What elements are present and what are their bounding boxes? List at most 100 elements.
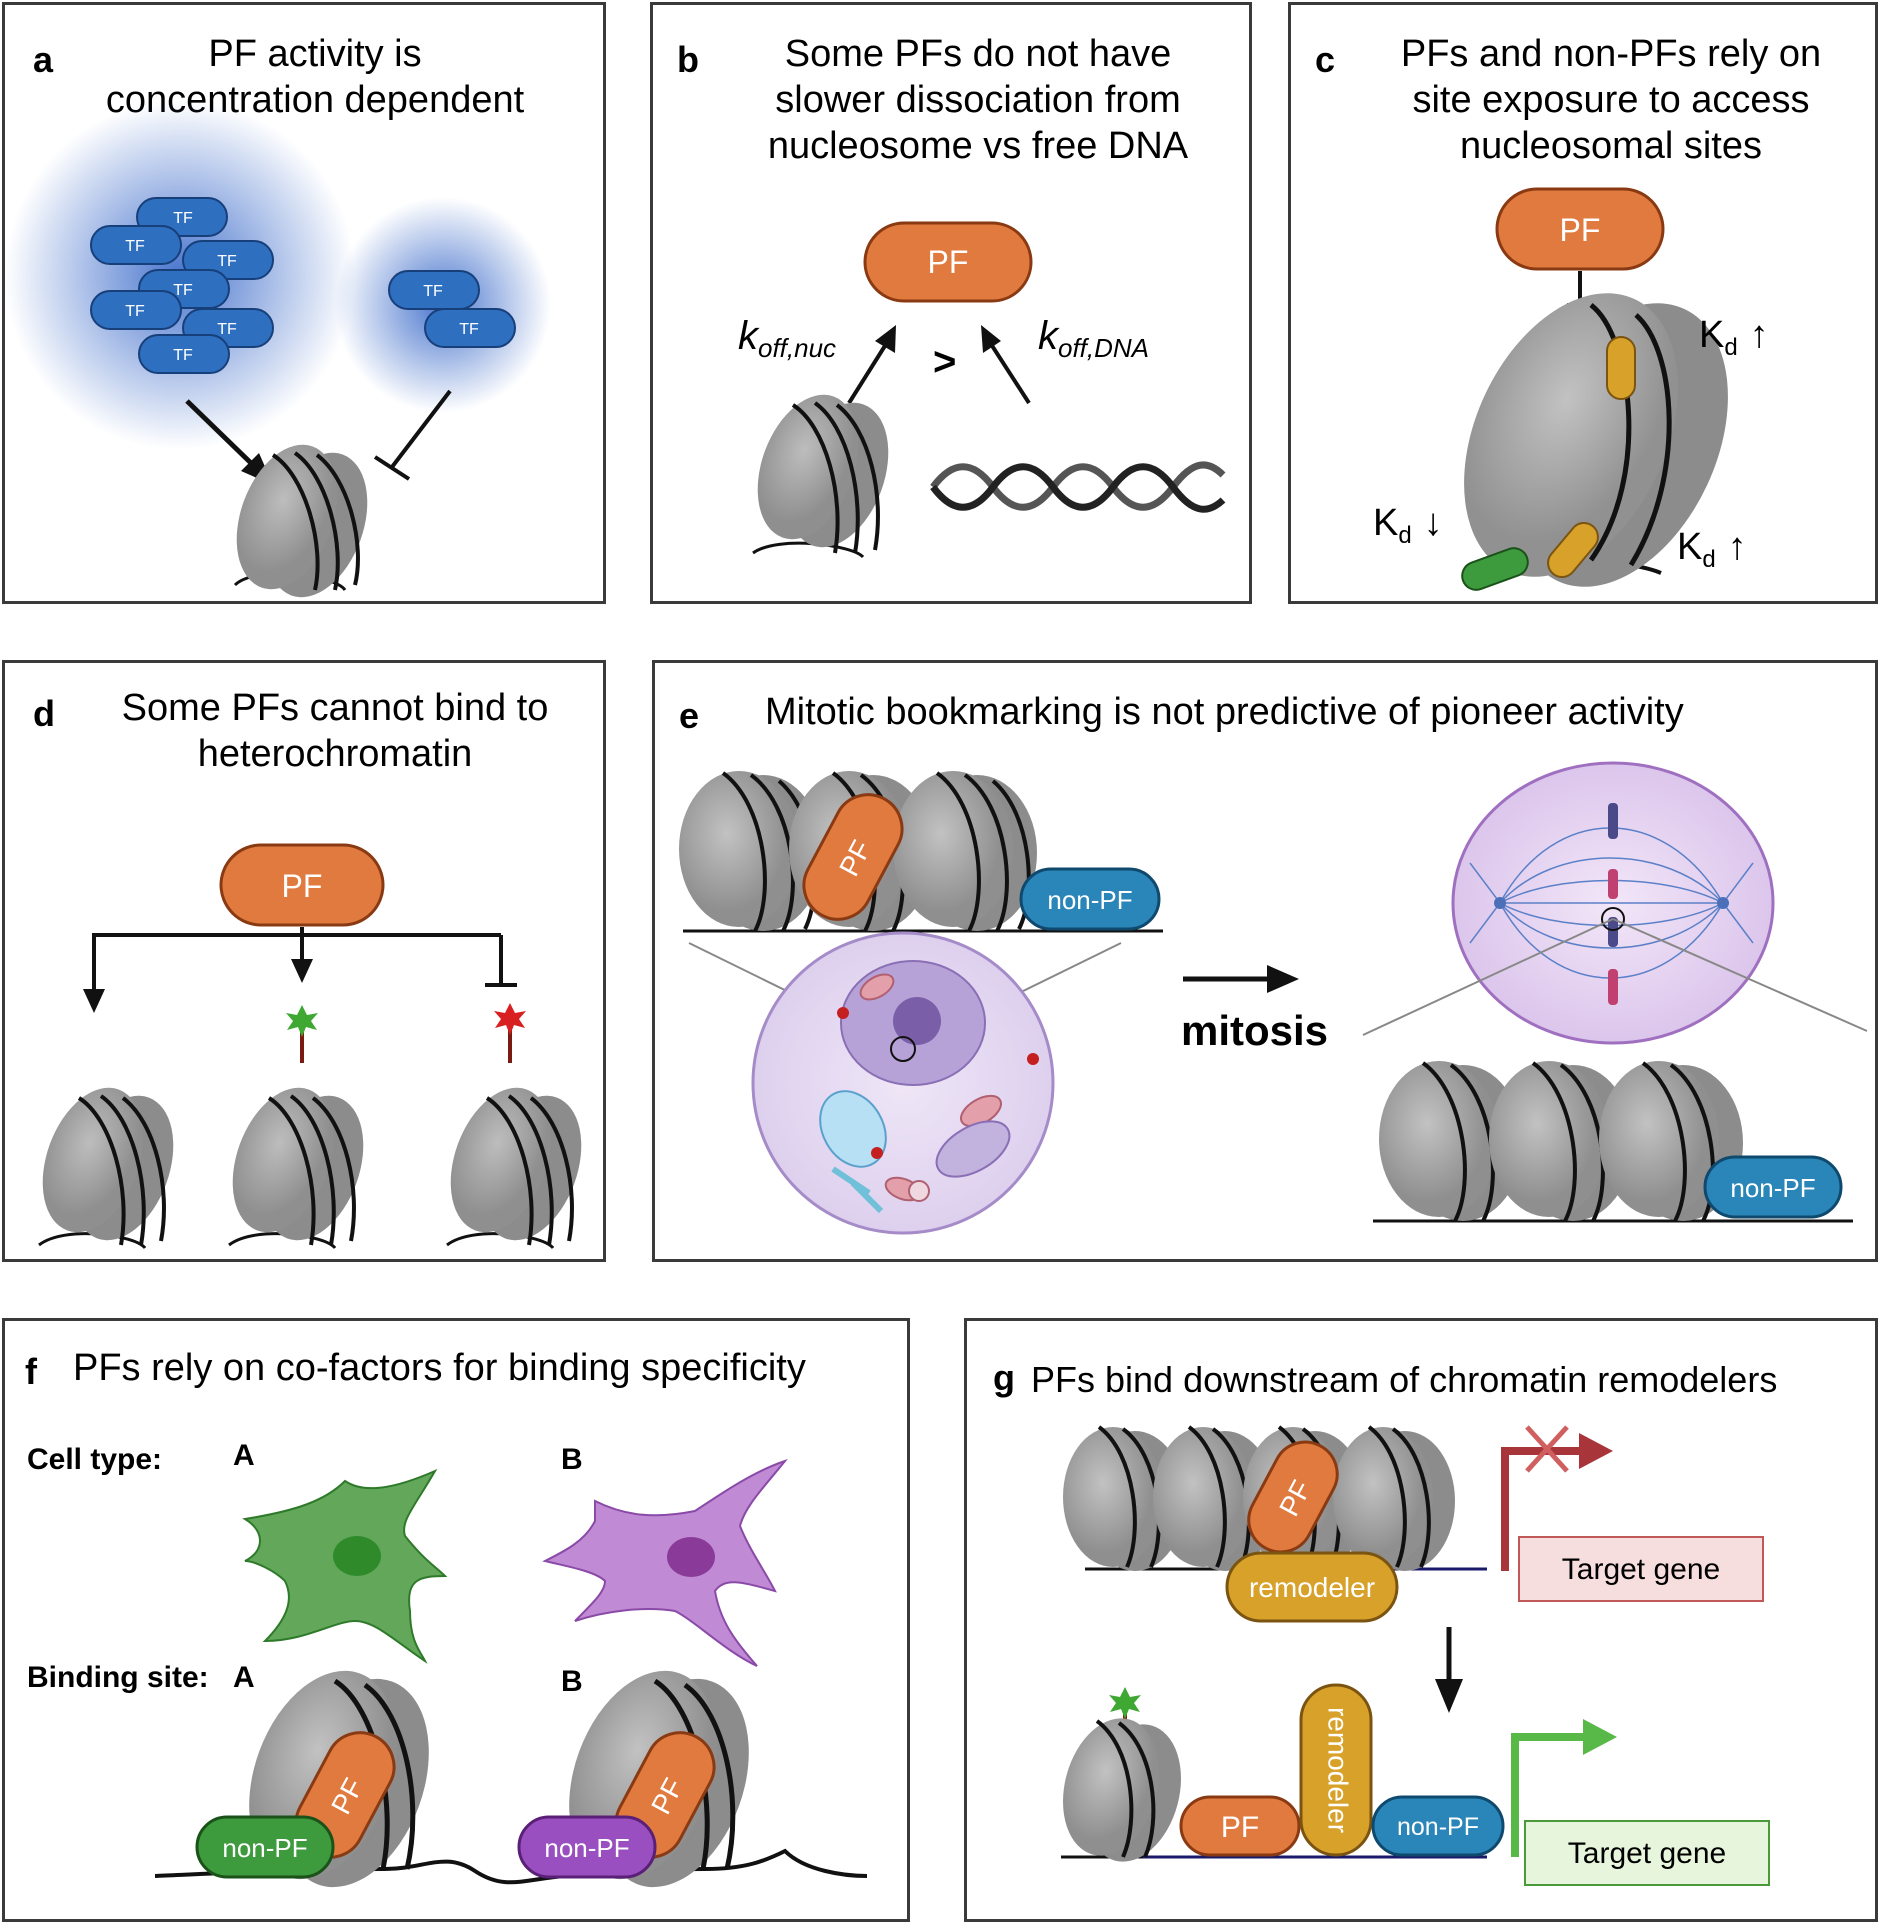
panel-letter-d: d — [33, 693, 55, 734]
arrowhead — [1267, 965, 1299, 993]
panel-c-title: PFs and non-PFs rely on site exposure to… — [1400, 33, 1822, 167]
panel-e-figure: PF non-PF mitosis — [679, 761, 1868, 1235]
exposed-site-factor — [1606, 336, 1636, 400]
greater-than-sign: > — [933, 340, 956, 384]
cell-type-b-label: B — [561, 1443, 583, 1476]
remodeler-label: remodeler — [1249, 1572, 1375, 1603]
non-pf-protein-green — [195, 1815, 335, 1879]
active-transcription-arrow — [1511, 1733, 1587, 1857]
tf-protein — [138, 334, 230, 374]
non-pf-label: non-PF — [1730, 1173, 1815, 1203]
red-histone-mark-icon — [494, 1003, 526, 1035]
remodeler-protein — [1225, 1551, 1399, 1623]
inhibition-line — [390, 389, 452, 469]
zoom-line — [1612, 918, 1868, 1032]
pf-label: PF — [928, 244, 969, 280]
tf-protein — [90, 225, 182, 265]
nucleosome — [228, 1087, 364, 1250]
panel-letter-c: c — [1315, 39, 1336, 80]
panel-g: g PFs bind downstream of chromatin remod… — [964, 1318, 1878, 1922]
binding-site-a-label: A — [233, 1661, 255, 1694]
panel-c: c PFs and non-PFs rely on site exposure … — [1288, 2, 1878, 604]
non-pf-label: non-PF — [1047, 885, 1132, 915]
cell-a-nucleus — [333, 1536, 381, 1576]
panel-g-title: PFs bind downstream of chromatin remodel… — [1031, 1359, 1778, 1400]
tf-label: TF — [217, 253, 237, 270]
pf-label: PF — [282, 868, 323, 904]
panel-letter-a: a — [33, 39, 54, 80]
pf-label: PF — [1221, 1811, 1259, 1844]
tf-protein — [388, 270, 480, 310]
kd-down-label: Kd↓ — [1373, 502, 1443, 549]
tf-label: TF — [125, 238, 145, 255]
pf-protein — [1247, 1440, 1339, 1554]
target-gene-label: Target gene — [1562, 1553, 1720, 1586]
tf-label: TF — [217, 321, 237, 338]
nucleosome — [1489, 1061, 1633, 1222]
panel-a-figure: TF TF TF TF TF TF TF TF TF — [5, 100, 551, 598]
tf-protein — [424, 308, 516, 348]
cell-type-a-label: A — [233, 1439, 255, 1472]
free-dna-helix — [930, 461, 1226, 513]
interphase-cell — [751, 931, 1055, 1235]
zoom-circle — [1601, 907, 1625, 931]
non-pf-protein-purple — [517, 1815, 657, 1879]
nucleosome-dissociation-arrow — [847, 339, 890, 405]
non-pf-protein — [1371, 1795, 1505, 1857]
target-gene-off-box — [1518, 1536, 1764, 1602]
cell-type-label: Cell type: — [27, 1443, 163, 1476]
arrowhead — [291, 959, 313, 983]
panel-e-title: Mitotic bookmarking is not predictive of… — [765, 691, 1684, 733]
mitosis-label: mitosis — [1181, 1007, 1328, 1054]
arrowhead — [83, 989, 105, 1013]
nucleosome — [1063, 1425, 1185, 1571]
remodeler-protein — [1299, 1683, 1373, 1857]
inhibition-bar — [373, 455, 411, 481]
panel-d: d Some PFs cannot bind to heterochromati… — [2, 660, 606, 1262]
panel-a: a PF activity is concentration dependent… — [2, 2, 606, 604]
non-pf-label: non-PF — [222, 1833, 307, 1863]
tf-label: TF — [423, 283, 443, 300]
pf-label: PF — [1560, 212, 1601, 248]
non-pf-label: non-PF — [1397, 1813, 1479, 1841]
panel-letter-b: b — [677, 39, 699, 80]
non-pf-protein — [1019, 867, 1161, 931]
panel-d-figure: PF — [38, 843, 582, 1250]
green-histone-mark-icon — [1109, 1687, 1141, 1719]
nucleosome — [679, 771, 823, 932]
binding-site-label: Binding site: — [27, 1661, 209, 1694]
target-gene-on-box — [1524, 1820, 1770, 1886]
nucleosome — [752, 394, 889, 559]
arrowhead — [1579, 1433, 1613, 1469]
tf-label: TF — [459, 321, 479, 338]
zoom-circle — [890, 1036, 916, 1062]
panel-f-figure: PF non-PF PF non-PF — [154, 1458, 868, 1888]
nucleosome — [38, 1087, 174, 1250]
target-gene-label: Target gene — [1568, 1837, 1726, 1870]
panel-letter-f: f — [25, 1351, 37, 1392]
nucleosome — [893, 771, 1037, 932]
nucleosome — [1063, 1718, 1181, 1862]
nucleosome — [233, 444, 368, 598]
arrowhead — [1435, 1679, 1463, 1713]
nucleosome — [1379, 1061, 1523, 1222]
tf-label: TF — [173, 210, 193, 227]
koff-dna-label: koff,DNA — [1038, 314, 1149, 363]
pf-protein — [802, 793, 904, 921]
cell-type-b-shape — [542, 1458, 788, 1667]
arrowhead — [1583, 1719, 1617, 1755]
kd-up-label: Kd↑ — [1677, 526, 1747, 573]
dna-dissociation-arrow — [987, 339, 1031, 405]
arrowhead — [981, 325, 1001, 353]
panel-g-figure: PF remodeler Target gene PF remodeler no… — [1061, 1425, 1770, 1886]
tf-protein — [90, 290, 182, 330]
pf-protein — [1179, 1795, 1301, 1857]
tf-label: TF — [173, 282, 193, 299]
tf-label: TF — [125, 303, 145, 320]
pf-protein — [1495, 187, 1665, 271]
remodeler-label: remodeler — [1323, 1707, 1354, 1833]
internal-site-factor — [1547, 521, 1599, 579]
activation-arrow — [185, 399, 255, 467]
koff-nuc-label: koff,nuc — [738, 314, 836, 363]
green-histone-mark-icon — [286, 1005, 318, 1037]
